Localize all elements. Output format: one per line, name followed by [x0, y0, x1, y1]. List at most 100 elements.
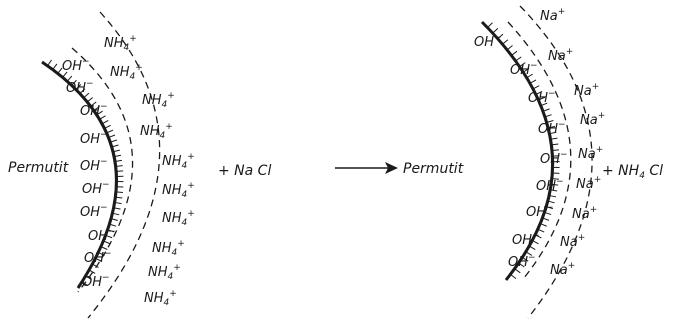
- hatch-mark: [510, 273, 517, 279]
- hydroxide-ion: OH−: [536, 177, 564, 194]
- hatch-mark: [57, 67, 63, 74]
- hatch-mark: [114, 159, 122, 162]
- ammonium-ion: NH4+: [104, 34, 137, 53]
- right-inner-boundary: [507, 21, 572, 279]
- hydroxide-ion: OH−: [474, 33, 502, 50]
- sodium-ion: Na+: [540, 7, 565, 24]
- sodium-ion: Na+: [572, 205, 597, 222]
- hatch-mark: [66, 75, 73, 82]
- hatch-mark: [93, 106, 100, 111]
- hatch-mark: [112, 212, 120, 216]
- hydroxide-ion: OH−: [80, 102, 108, 119]
- hydroxide-ion: OH−: [80, 130, 108, 147]
- hatch-mark: [106, 129, 114, 134]
- hatch-mark: [90, 101, 97, 107]
- hydroxide-ion: OH−: [540, 150, 568, 167]
- hatch-mark: [104, 124, 111, 129]
- hydroxide-ion: OH−: [80, 203, 108, 220]
- hatch-mark: [528, 245, 536, 251]
- hatch-mark: [529, 79, 537, 84]
- ammonium-ion: NH4+: [152, 239, 185, 258]
- left-panel: Permutit OH−OH−OH−OH−OH−OH−OH−OH−OH−OH− …: [8, 11, 271, 319]
- hatch-mark: [519, 62, 526, 67]
- hatch-mark: [79, 88, 86, 94]
- hatch-mark: [537, 228, 545, 233]
- hatch-mark: [108, 134, 116, 139]
- hatch-mark: [101, 120, 109, 125]
- hatch-mark: [110, 139, 117, 143]
- hatch-mark: [525, 251, 533, 256]
- hatch-mark: [551, 149, 560, 151]
- hydroxide-ion: OH−: [66, 79, 94, 96]
- hydroxide-ion: OH−: [510, 61, 538, 78]
- hatch-mark: [548, 125, 556, 129]
- hatch-mark: [540, 102, 548, 107]
- hatch-mark: [86, 97, 93, 103]
- hydroxide-ion: OH−: [84, 249, 112, 266]
- right-permutit-label: Permutit: [403, 161, 464, 177]
- hydroxide-ion: OH−: [82, 180, 110, 197]
- hatch-mark: [544, 114, 552, 118]
- hatch-mark: [111, 144, 119, 148]
- hydroxide-ion: OH−: [526, 203, 554, 220]
- ammonium-ion: NH4+: [110, 63, 143, 82]
- ammonium-ion: NH4+: [162, 209, 195, 228]
- hatch-mark: [546, 206, 554, 210]
- hatch-mark: [532, 240, 539, 245]
- hatch-mark: [544, 211, 552, 216]
- ammonium-ion: NH4+: [162, 181, 195, 200]
- hatch-mark: [96, 110, 103, 116]
- hatch-mark: [515, 56, 522, 62]
- hatch-mark: [551, 143, 559, 146]
- hatch-mark: [107, 229, 115, 233]
- left-inner-boundary: [71, 47, 134, 293]
- hatch-mark: [522, 256, 529, 262]
- hatch-mark: [546, 120, 554, 123]
- hatch-mark: [551, 183, 559, 186]
- hatch-mark: [112, 149, 120, 153]
- hatch-mark: [542, 108, 550, 112]
- hatch-mark: [47, 59, 52, 67]
- hatch-mark: [85, 275, 92, 280]
- hydroxide-ion: OH−: [80, 157, 108, 174]
- hydroxide-ion: OH−: [528, 89, 556, 106]
- ammonium-ion: NH4+: [140, 122, 173, 141]
- ammonium-ion: NH4+: [162, 152, 195, 171]
- hydroxide-ion: OH−: [508, 253, 536, 270]
- hatch-mark: [83, 92, 90, 99]
- hatch-mark: [514, 268, 521, 274]
- ammonium-ion: NH4+: [142, 91, 175, 110]
- hatch-mark: [502, 39, 509, 45]
- arrow-head: [385, 162, 398, 174]
- left-ammonium-layer: NH4+NH4+NH4+NH4+NH4+NH4+NH4+NH4+NH4+NH4+: [104, 34, 195, 308]
- left-reagent-label: + Na Cl: [218, 163, 271, 179]
- hatch-mark: [115, 165, 123, 167]
- ammonium-ion: NH4+: [148, 263, 181, 282]
- hatch-mark: [549, 131, 557, 135]
- hydroxide-ion: OH−: [512, 231, 540, 248]
- hatch-mark: [532, 85, 540, 90]
- sodium-ion: Na+: [548, 47, 573, 64]
- right-outer-boundary: [519, 5, 593, 319]
- left-outer-boundary: [87, 11, 161, 319]
- hatch-mark: [115, 191, 123, 194]
- hatch-mark: [52, 63, 58, 70]
- hatch-mark: [105, 234, 113, 239]
- right-surface-hatching: [487, 22, 560, 279]
- hatch-mark: [518, 262, 525, 268]
- sodium-ion: Na+: [578, 145, 603, 162]
- reaction-arrow: [335, 162, 398, 174]
- hatch-mark: [538, 96, 546, 101]
- hatch-mark: [71, 79, 77, 86]
- hatch-mark: [542, 217, 550, 221]
- right-hydroxide-layer: OH− OH− OH− OH− OH− OH− OH− OH− OH−: [474, 33, 568, 270]
- hatch-mark: [547, 200, 555, 204]
- hatch-mark: [551, 178, 559, 180]
- hatch-mark: [550, 189, 558, 192]
- hatch-mark: [110, 218, 118, 221]
- hydroxide-ion: OH−: [538, 120, 566, 137]
- left-permutit-label: Permutit: [8, 160, 69, 176]
- hatch-mark: [62, 71, 68, 78]
- hatch-mark: [109, 223, 117, 227]
